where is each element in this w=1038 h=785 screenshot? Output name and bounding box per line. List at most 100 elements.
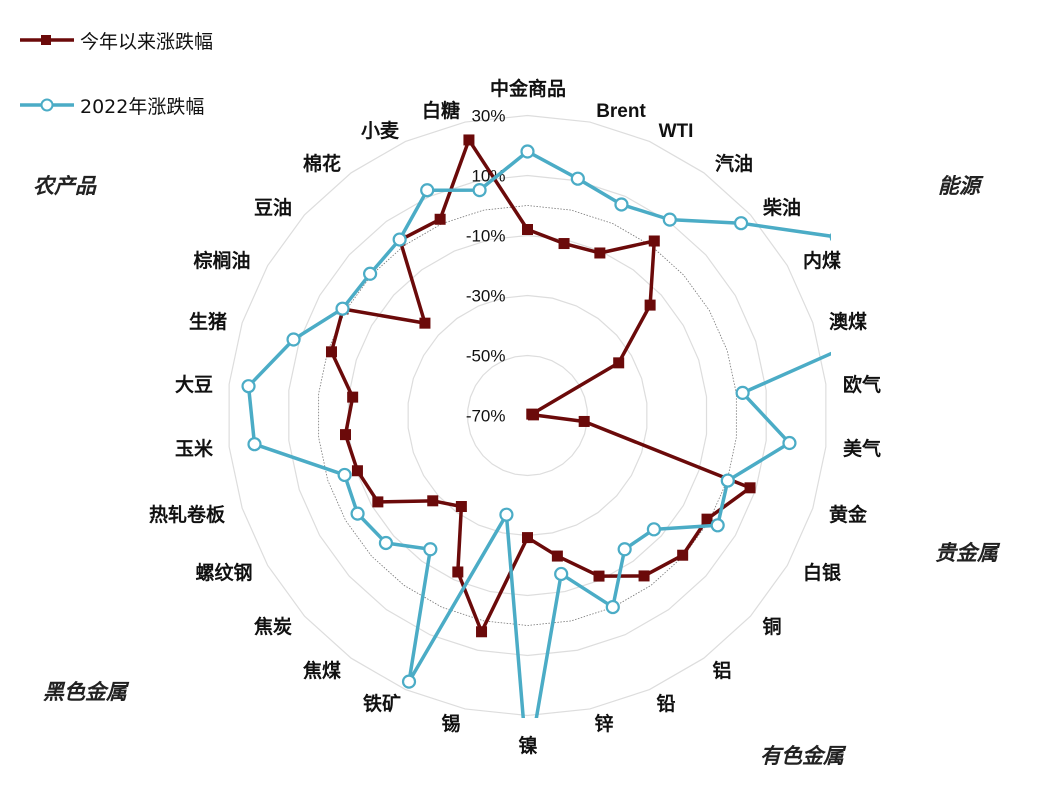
- circle-marker-icon: [522, 764, 534, 776]
- square-marker-icon: [463, 134, 475, 146]
- category-label: 铁矿: [363, 692, 401, 715]
- group-label-ferrous: 黑色金属: [43, 680, 127, 704]
- square-marker-icon: [522, 532, 533, 544]
- category-label: 欧气: [843, 373, 881, 396]
- category-label: 汽油: [715, 152, 753, 175]
- square-marker-icon: [613, 357, 625, 369]
- circle-marker-icon: [401, 674, 417, 689]
- category-label: 螺纹钢: [195, 561, 252, 584]
- circle-marker-icon: [554, 566, 569, 582]
- grid-ring: [347, 234, 708, 597]
- category-label: 锌: [594, 712, 613, 735]
- square-marker-line-icon: [20, 35, 74, 45]
- category-label: 豆油: [254, 197, 292, 219]
- series-2022: [241, 144, 831, 776]
- square-marker-icon: [476, 626, 488, 638]
- category-label: 澳煤: [829, 310, 867, 333]
- tick-label: -70%: [466, 407, 506, 426]
- circle-marker-icon: [605, 599, 620, 615]
- circle-marker-line-icon: [20, 98, 74, 112]
- category-label: 柴油: [762, 196, 801, 219]
- square-marker-icon: [744, 482, 756, 494]
- square-marker-icon: [419, 317, 431, 329]
- tick-label: 30%: [471, 107, 505, 126]
- group-label-energy: 能源: [938, 174, 980, 198]
- square-marker-icon: [527, 409, 539, 421]
- grid-ring: [288, 174, 767, 657]
- tick-label: -50%: [466, 347, 506, 366]
- legend-label-2022: 2022年涨跌幅: [80, 95, 205, 118]
- square-marker-icon: [701, 513, 713, 525]
- square-marker-icon: [677, 549, 689, 561]
- circle-marker-icon: [392, 232, 407, 247]
- circle-marker-icon: [363, 266, 378, 281]
- square-marker-icon: [594, 247, 606, 259]
- circle-marker-icon: [335, 301, 350, 316]
- category-label: 玉米: [175, 437, 214, 460]
- radar-grid: [228, 114, 827, 717]
- grid-ring: [228, 114, 827, 717]
- square-marker-icon: [593, 570, 605, 582]
- tick-label: -30%: [466, 287, 506, 306]
- category-label: 小麦: [361, 119, 400, 142]
- circle-marker-icon: [646, 522, 662, 537]
- square-marker-icon: [648, 235, 660, 247]
- category-label: 焦煤: [302, 659, 341, 682]
- circle-marker-icon: [520, 144, 535, 159]
- square-marker-icon: [452, 566, 464, 578]
- square-marker-icon: [551, 550, 563, 562]
- category-label: 美气: [843, 437, 881, 460]
- category-label: 中金商品: [490, 77, 566, 100]
- circle-marker-icon: [247, 437, 262, 452]
- square-marker-icon: [347, 391, 359, 403]
- category-label: 生猪: [189, 310, 227, 333]
- tick-label: -10%: [466, 227, 506, 246]
- radial-tick-labels: 30%10%-10%-30%-50%-70%: [466, 107, 506, 426]
- category-label: 铝: [712, 659, 731, 682]
- group-label-precious: 贵金属: [935, 541, 998, 565]
- category-label: 镍: [518, 734, 537, 757]
- square-marker-icon: [522, 224, 533, 235]
- legend-item-2022: 2022年涨跌幅: [18, 90, 204, 120]
- category-label: 白糖: [422, 99, 460, 122]
- circle-marker-icon: [782, 435, 797, 451]
- square-marker-icon: [351, 465, 363, 477]
- category-label: 铅: [656, 692, 675, 715]
- legend-item-ytd: 今年以来涨跌幅: [18, 25, 213, 55]
- square-marker-icon: [427, 495, 439, 507]
- square-marker-icon: [372, 496, 384, 508]
- category-label: 大豆: [175, 373, 213, 396]
- square-marker-icon: [644, 299, 656, 311]
- circle-marker-icon: [337, 467, 352, 483]
- group-label-nonferrous: 有色金属: [760, 744, 844, 768]
- square-marker-icon: [558, 238, 570, 250]
- category-label: WTI: [659, 121, 694, 142]
- category-label: 白银: [803, 561, 842, 584]
- circle-marker-icon: [472, 183, 487, 198]
- category-label: 焦炭: [253, 615, 292, 638]
- category-label: 内煤: [803, 249, 841, 272]
- series-ytd: [325, 134, 756, 638]
- category-labels: 中金商品BrentWTI汽油柴油内煤澳煤欧气美气黄金白银铜铝铅锌镍锡铁矿焦煤焦炭…: [149, 77, 881, 757]
- circle-marker-icon: [286, 332, 301, 347]
- category-label: 锡: [441, 712, 460, 735]
- square-marker-icon: [434, 213, 446, 225]
- circle-marker-icon: [617, 542, 632, 557]
- square-marker-icon: [455, 501, 467, 513]
- circle-marker-icon: [378, 535, 394, 551]
- circle-marker-icon: [829, 232, 831, 242]
- category-label: 黄金: [829, 503, 868, 526]
- circle-marker-icon: [420, 183, 435, 198]
- category-label: 热轧卷板: [149, 503, 226, 526]
- circle-marker-icon: [499, 507, 514, 522]
- square-marker-icon: [325, 346, 337, 358]
- circle-marker-icon: [733, 216, 749, 231]
- circle-marker-icon: [241, 379, 256, 394]
- category-label: 棉花: [303, 152, 341, 175]
- circle-marker-icon: [350, 506, 365, 521]
- square-marker-icon: [578, 415, 590, 427]
- square-marker-icon: [638, 570, 650, 582]
- group-label-agri: 农产品: [33, 174, 96, 198]
- category-label: 棕榈油: [193, 249, 250, 272]
